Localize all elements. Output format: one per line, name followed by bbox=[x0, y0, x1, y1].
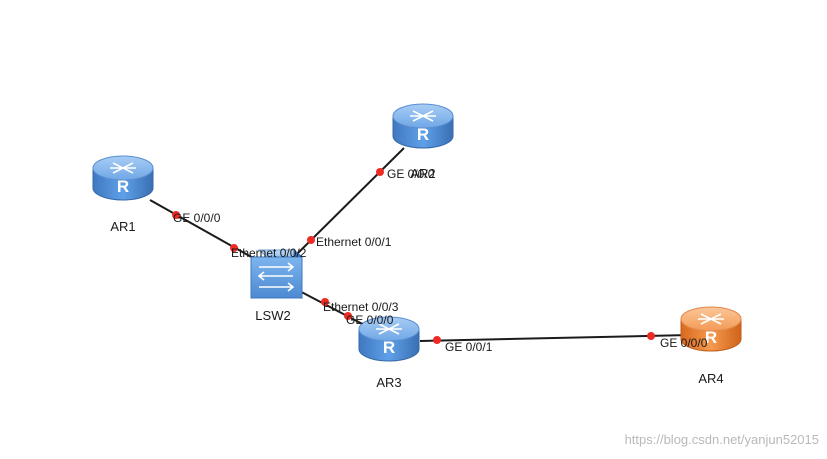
router-glyph: R bbox=[383, 338, 395, 357]
port-dot-lsw2-eth002[interactable] bbox=[230, 244, 238, 252]
link-ar3-ar4[interactable] bbox=[419, 334, 691, 342]
link-ar2-lsw2[interactable] bbox=[295, 147, 405, 256]
router-glyph: R bbox=[705, 328, 717, 347]
link-ar1-lsw2[interactable] bbox=[149, 199, 263, 264]
router-icon: R bbox=[392, 103, 454, 149]
port-label-lsw2-eth001: Ethernet 0/0/1 bbox=[316, 235, 392, 249]
port-label-ar3-ge001: GE 0/0/1 bbox=[445, 340, 493, 354]
device-label-ar3: AR3 bbox=[376, 375, 401, 390]
router-glyph: R bbox=[417, 125, 429, 144]
port-dot-ar3-ge000[interactable] bbox=[344, 312, 352, 320]
switch-icon bbox=[250, 248, 304, 300]
port-labels-layer: GE 0/0/0 Ethernet 0/0/2 GE 0/0/0 Etherne… bbox=[173, 167, 708, 354]
device-ar1[interactable]: R bbox=[92, 155, 154, 201]
port-dot-ar3-ge001[interactable] bbox=[433, 336, 441, 344]
router-glyph: R bbox=[117, 177, 129, 196]
port-label-ar2-ge000: GE 0/0/0 bbox=[387, 167, 435, 181]
device-ar4[interactable]: R bbox=[680, 306, 742, 352]
device-ar3[interactable]: R bbox=[358, 316, 420, 362]
link-lsw2-ar3[interactable] bbox=[289, 285, 373, 330]
device-label-lsw2: LSW2 bbox=[255, 308, 290, 323]
port-label-lsw2-eth002: Ethernet 0/0/2 bbox=[231, 246, 307, 260]
device-ar2[interactable]: R bbox=[392, 103, 454, 149]
port-dot-lsw2-eth001[interactable] bbox=[307, 236, 315, 244]
links-layer bbox=[149, 147, 691, 342]
port-label-lsw2-eth003: Ethernet 0/0/3 bbox=[323, 300, 399, 314]
device-label-ar2: AR2 bbox=[410, 166, 435, 181]
router-icon: R bbox=[358, 316, 420, 362]
port-dots-layer bbox=[172, 168, 655, 344]
port-dot-ar1-ge000[interactable] bbox=[172, 211, 180, 219]
device-label-ar4: AR4 bbox=[698, 371, 723, 386]
watermark-text: https://blog.csdn.net/yanjun52015 bbox=[625, 432, 819, 447]
port-dot-ar2-ge000[interactable] bbox=[376, 168, 384, 176]
port-label-ar4-ge000: GE 0/0/0 bbox=[660, 336, 708, 350]
device-label-ar1: AR1 bbox=[110, 219, 135, 234]
port-dot-ar4-ge000[interactable] bbox=[647, 332, 655, 340]
port-dot-lsw2-eth003[interactable] bbox=[321, 298, 329, 306]
router-icon: R bbox=[680, 306, 742, 352]
port-label-ar3-ge000: GE 0/0/0 bbox=[346, 313, 394, 327]
port-label-ar1-ge000: GE 0/0/0 bbox=[173, 211, 221, 225]
device-lsw2[interactable] bbox=[250, 248, 304, 300]
router-icon: R bbox=[92, 155, 154, 201]
